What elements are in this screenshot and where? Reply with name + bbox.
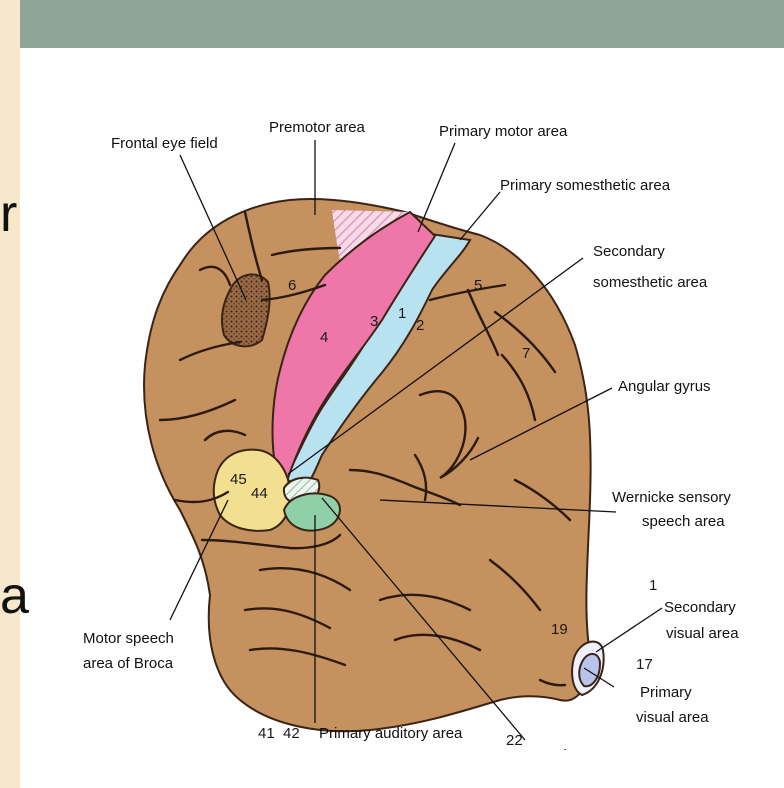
label-secondary-somesthetic-1: Secondary (593, 243, 665, 260)
label-secondary-somesthetic-2: somesthetic area (593, 274, 708, 291)
area-42: 42 (283, 725, 300, 742)
area-7: 7 (522, 345, 530, 362)
area-17: 17 (636, 656, 653, 673)
label-motor-speech-2: area of Broca (83, 655, 174, 672)
area-2: 2 (416, 317, 424, 334)
label-secondary-visual-2: visual area (666, 625, 739, 642)
area-19: 19 (551, 621, 568, 638)
area-41: 41 (258, 725, 275, 742)
label-primary-motor-area: Primary motor area (439, 123, 568, 140)
label-wernicke-2: speech area (642, 513, 725, 530)
area-3: 3 (370, 313, 378, 330)
label-secondary-visual-1: Secondary (664, 599, 736, 616)
bottom-crop (20, 750, 784, 788)
area-44: 44 (251, 485, 268, 502)
label-primary-auditory-area: Primary auditory area (319, 725, 463, 742)
area-5: 5 (474, 277, 482, 294)
label-primary-somesthetic-area: Primary somesthetic area (500, 177, 671, 194)
label-primary-visual-1: Primary (640, 684, 692, 701)
label-primary-visual-2: visual area (636, 709, 709, 726)
area-4: 4 (320, 329, 328, 346)
label-angular-gyrus: Angular gyrus (618, 378, 711, 395)
primary-auditory-region (284, 494, 340, 531)
area-6: 6 (288, 277, 296, 294)
label-wernicke-1: Wernicke sensory (612, 489, 731, 506)
area-1: 1 (398, 305, 406, 322)
label-frontal-eye-field: Frontal eye field (111, 135, 218, 152)
area-45: 45 (230, 471, 247, 488)
label-motor-speech-1: Motor speech (83, 630, 174, 647)
label-premotor-area: Premotor area (269, 119, 366, 136)
area-1-visual: 1 (649, 577, 657, 594)
